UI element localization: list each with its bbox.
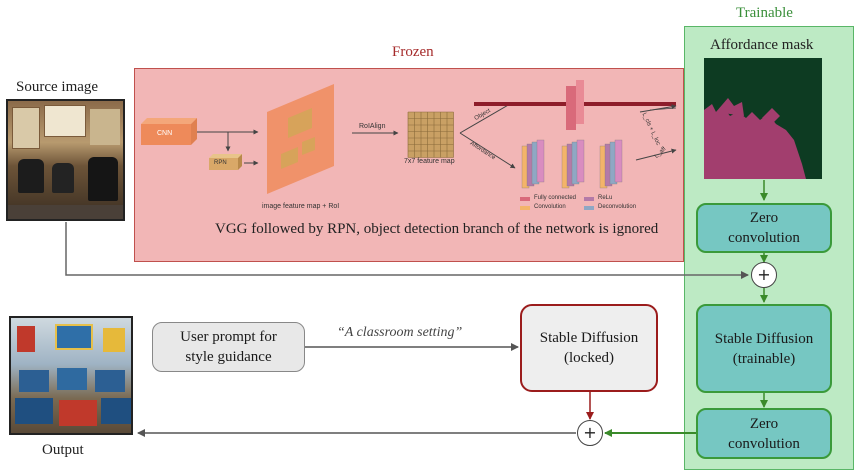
cnn-block xyxy=(141,118,197,145)
zero-convolution-top: Zero convolution xyxy=(696,203,832,253)
layer-stacks xyxy=(521,139,623,189)
feature-grid-7x7 xyxy=(407,111,454,158)
rpn-label: RPN xyxy=(214,160,227,166)
user-prompt-line2: style guidance xyxy=(185,349,272,365)
sd-trainable-line1: Stable Diffusion xyxy=(714,330,814,347)
plus-symbol: + xyxy=(583,423,597,442)
zero-convolution-bottom: Zero convolution xyxy=(696,408,832,459)
vgg-caption: VGG followed by RPN, object detection br… xyxy=(215,221,659,237)
legend-relu: ReLu xyxy=(598,195,613,201)
legend-fully-connected: Fully connected xyxy=(534,195,577,201)
layer-slab xyxy=(536,139,545,183)
source-image-photo xyxy=(6,99,125,221)
roialign-label: RoIAlign xyxy=(359,123,386,130)
legend-convolution: Convolution xyxy=(534,204,566,210)
affordance-mask-label: Affordance mask xyxy=(710,37,814,53)
plus-symbol: + xyxy=(757,265,771,284)
plus-node-top: + xyxy=(751,262,777,288)
frozen-label: Frozen xyxy=(392,44,434,60)
source-image-label: Source image xyxy=(16,79,99,95)
rpn-block xyxy=(209,154,242,170)
grid-background xyxy=(408,112,454,158)
output-label: Output xyxy=(42,442,84,458)
stable-diffusion-locked: Stable Diffusion (locked) xyxy=(520,304,658,392)
sd-locked-line1: Stable Diffusion xyxy=(539,330,639,346)
affordance-mask-image xyxy=(704,58,822,179)
layer-slab xyxy=(576,139,585,183)
arrow-source-to-plus xyxy=(65,222,749,279)
zero-conv-bottom-line1: Zero xyxy=(749,415,779,432)
user-prompt-line1: User prompt for xyxy=(180,329,277,345)
feature-map-plane xyxy=(267,84,334,194)
fc-block xyxy=(566,80,584,130)
zero-conv-bottom-line2: convolution xyxy=(728,435,800,452)
user-prompt-box: User prompt for style guidance xyxy=(152,322,305,372)
layer-slab xyxy=(614,139,623,183)
plus-node-bottom: + xyxy=(577,420,603,446)
sd-trainable-line2: (trainable) xyxy=(732,350,796,367)
sd-locked-line2: (locked) xyxy=(564,350,614,366)
zero-conv-top-line1: Zero xyxy=(749,210,779,226)
feature-7x7-label: 7x7 feature map xyxy=(404,158,455,165)
stable-diffusion-trainable: Stable Diffusion (trainable) xyxy=(696,304,832,393)
prompt-example-text: “A classroom setting” xyxy=(337,325,463,340)
cnn-label: CNN xyxy=(157,130,173,137)
feature-map-label: image feature map + RoI xyxy=(262,203,340,210)
output-image-photo xyxy=(9,316,133,435)
zero-conv-top-line2: convolution xyxy=(728,230,800,246)
trainable-label: Trainable xyxy=(736,5,793,21)
legend-deconvolution: Deconvolution xyxy=(598,204,637,210)
